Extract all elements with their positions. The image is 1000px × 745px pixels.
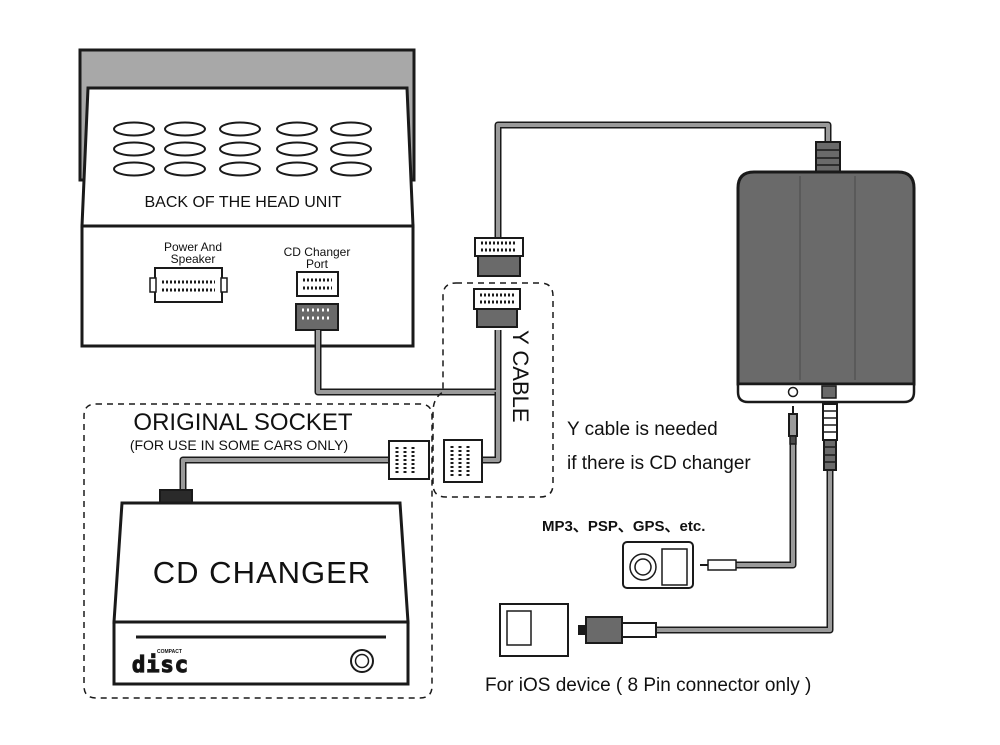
y-cable-dashed-outline: [432, 282, 554, 498]
cd-changer-port: [296, 271, 339, 297]
ios-cable-plug: [822, 403, 838, 471]
original-socket-subtitle: (FOR USE IN SOME CARS ONLY): [130, 437, 348, 453]
cd-port-label-line1: CD Changer: [284, 245, 351, 259]
mp3-player-icon: [622, 541, 694, 589]
y-cable-middle-plug: [473, 288, 521, 328]
y-cable-label: Y CABLE: [508, 330, 533, 423]
y-to-cd-changer-cable: [482, 392, 502, 464]
power-speaker-port: [149, 267, 228, 303]
ios-cable: [656, 470, 834, 634]
aux-cable: [736, 440, 797, 569]
head-unit-to-y-cable: [314, 330, 502, 396]
original-socket-plug: [388, 440, 430, 480]
original-socket-group: ORIGINAL SOCKET (FOR USE IN SOME CARS ON…: [83, 403, 433, 699]
eject-button-icon: [350, 649, 374, 673]
power-port-label-line1: Power And: [164, 240, 222, 254]
ios-device-label: For iOS device ( 8 Pin connector only ): [485, 675, 811, 696]
cd-changer-label: CD CHANGER: [153, 555, 371, 590]
compact-disc-logo: COMPACT disc: [131, 649, 189, 679]
module-body: [736, 170, 916, 386]
module-input-connector: [815, 141, 841, 173]
head-unit-lower-body: [80, 224, 415, 348]
svg-text:disc: disc: [132, 653, 189, 678]
y-cable-top-plug: [474, 237, 524, 277]
original-socket-title: ORIGINAL SOCKET: [133, 409, 352, 436]
head-unit-title: BACK OF THE HEAD UNIT: [144, 194, 341, 211]
original-socket-dashed-outline: [83, 403, 433, 699]
socket-to-cd-changer-cable: [179, 456, 389, 498]
head-unit: BACK OF THE HEAD UNIT Power And Speaker …: [78, 48, 416, 348]
ios-device-icon: [499, 603, 569, 657]
cd-port-label-line2: Port: [306, 257, 329, 271]
power-port-label-line2: Speaker: [171, 252, 216, 266]
cd-changer: CD CHANGER COMPACT disc: [112, 489, 410, 686]
aux-device-plug: [700, 559, 737, 571]
head-unit-cd-plug: [295, 303, 339, 331]
y-cable-side-plug: [443, 439, 483, 483]
svg-text:COMPACT: COMPACT: [157, 649, 182, 655]
interface-module: [736, 141, 916, 404]
aux-devices-label: MP3、PSP、GPS、etc.: [542, 518, 705, 535]
ios-lightning-plug: [578, 616, 657, 644]
y-cable-note-line2: if there is CD changer: [567, 453, 751, 474]
head-unit-vents: [113, 121, 372, 177]
aux-35mm-plug: [788, 406, 798, 445]
y-cable-note-line1: Y cable is needed: [567, 419, 718, 440]
module-ios-port: [821, 385, 837, 399]
y-cable: Y CABLE: [432, 237, 554, 498]
module-aux-jack: [787, 386, 799, 398]
